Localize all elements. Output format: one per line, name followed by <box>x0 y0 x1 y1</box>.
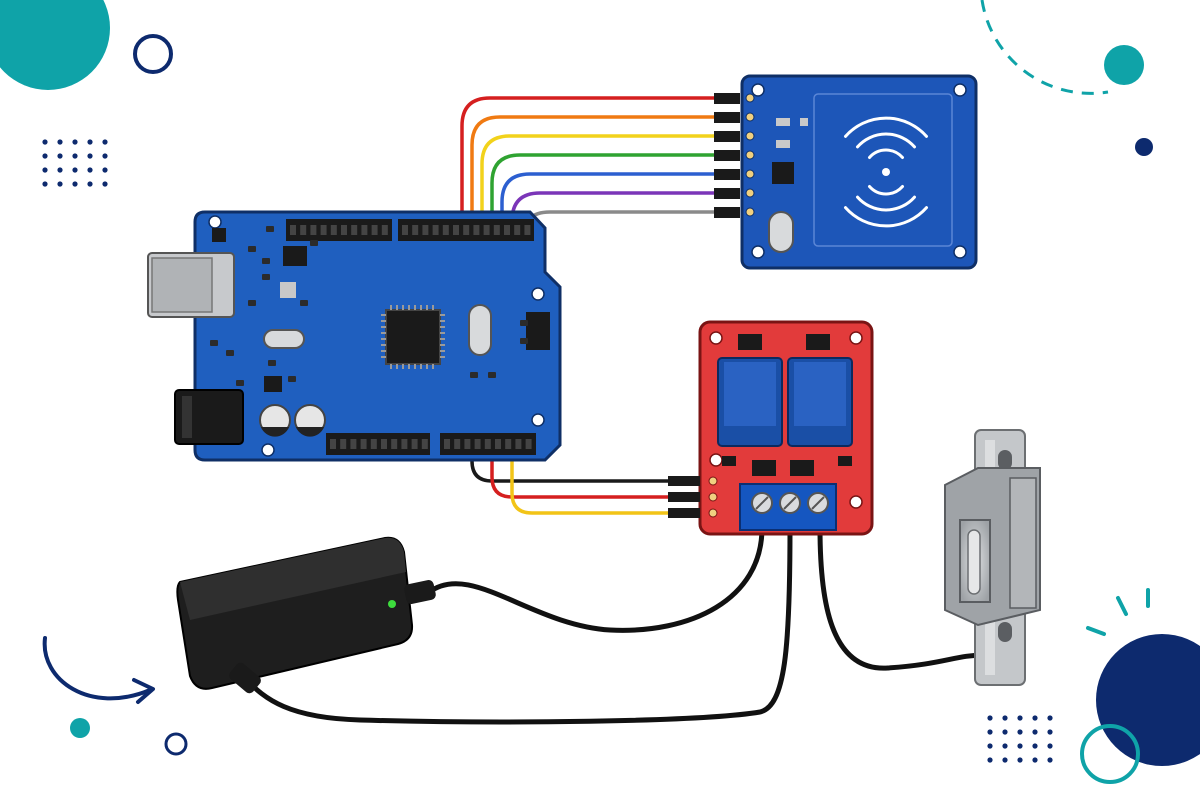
crystal <box>468 304 492 356</box>
navy-circle-icon <box>1096 634 1200 766</box>
rfid-reader-module-icon <box>714 74 978 270</box>
rfid-wire <box>460 96 718 244</box>
teal-circle-icon <box>70 718 90 738</box>
two-channel-relay-module-icon <box>668 320 874 536</box>
rfid-wave-icon <box>844 116 928 228</box>
relay-signal-wire <box>510 450 672 515</box>
arduino-pcb <box>193 210 562 462</box>
arrow-head-icon <box>132 678 155 704</box>
dot-grid-icon <box>987 715 1053 763</box>
arduino-uno-board-icon <box>147 210 562 462</box>
rfid-wire <box>480 134 718 244</box>
rfid-wire <box>470 115 718 244</box>
adapter-return-wire <box>242 525 793 725</box>
relay-no-to-strike-wire <box>817 525 988 671</box>
rfid-wire <box>500 172 718 244</box>
navy-dot-icon <box>1135 138 1153 156</box>
rfid-wire <box>520 210 718 244</box>
navy-ring-icon <box>133 34 173 74</box>
power-led-icon <box>388 600 396 608</box>
digital-header-left <box>286 219 392 241</box>
dashed-arc-icon <box>980 0 1109 95</box>
microcontroller-chip <box>385 309 441 365</box>
dc-power-adapter-icon <box>176 536 436 694</box>
rfid-antenna-area <box>813 93 953 247</box>
teal-circle-icon <box>1104 45 1144 85</box>
curved-arrow-icon <box>42 636 152 701</box>
rfid-wire <box>490 153 718 244</box>
navy-ring-icon <box>164 732 188 756</box>
teal-ring-icon <box>1080 724 1140 784</box>
power-header <box>326 433 430 455</box>
teal-circle-icon <box>0 0 110 90</box>
icsp-header <box>526 312 550 350</box>
adapter-to-relay-com-wire <box>425 525 765 633</box>
power-wires <box>242 525 988 725</box>
electric-door-strike-icon <box>944 429 1041 686</box>
relay-input-pins <box>668 476 718 518</box>
dot-grid-icon <box>42 139 108 187</box>
sparkle-lines-icon <box>1086 588 1150 636</box>
